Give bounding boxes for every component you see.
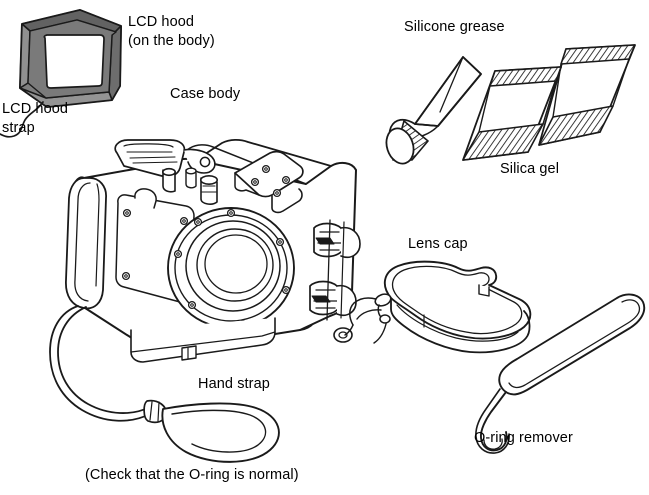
lcd-hood-part xyxy=(19,9,122,108)
o-ring-remover-part xyxy=(475,293,646,454)
hand-strap-part xyxy=(49,305,280,463)
label-lens-cap: Lens cap xyxy=(408,236,468,252)
silica-gel-part xyxy=(462,44,636,161)
latch-upper xyxy=(313,222,361,259)
lens-cap-part xyxy=(344,260,532,354)
label-case-body: Case body xyxy=(170,86,241,102)
label-lcd-hood-strap-line1: LCD hood xyxy=(2,101,69,117)
label-o-ring-remover: O-ring remover xyxy=(474,430,573,446)
label-lcd-hood-sub: (on the body) xyxy=(128,33,215,49)
label-lcd-hood-strap-line2: strap xyxy=(2,120,35,136)
label-silicone-grease: Silicone grease xyxy=(404,19,505,35)
label-silica-gel: Silica gel xyxy=(500,161,560,177)
lens-port xyxy=(167,207,295,329)
label-lcd-hood: LCD hood xyxy=(128,14,195,30)
silicone-grease-part xyxy=(385,56,482,165)
lcd-hood-strap-cord xyxy=(0,101,44,138)
case-body-part xyxy=(65,138,361,363)
label-hand-strap: Hand strap xyxy=(198,376,270,392)
label-o-ring-note: (Check that the O-ring is normal) xyxy=(85,467,299,483)
